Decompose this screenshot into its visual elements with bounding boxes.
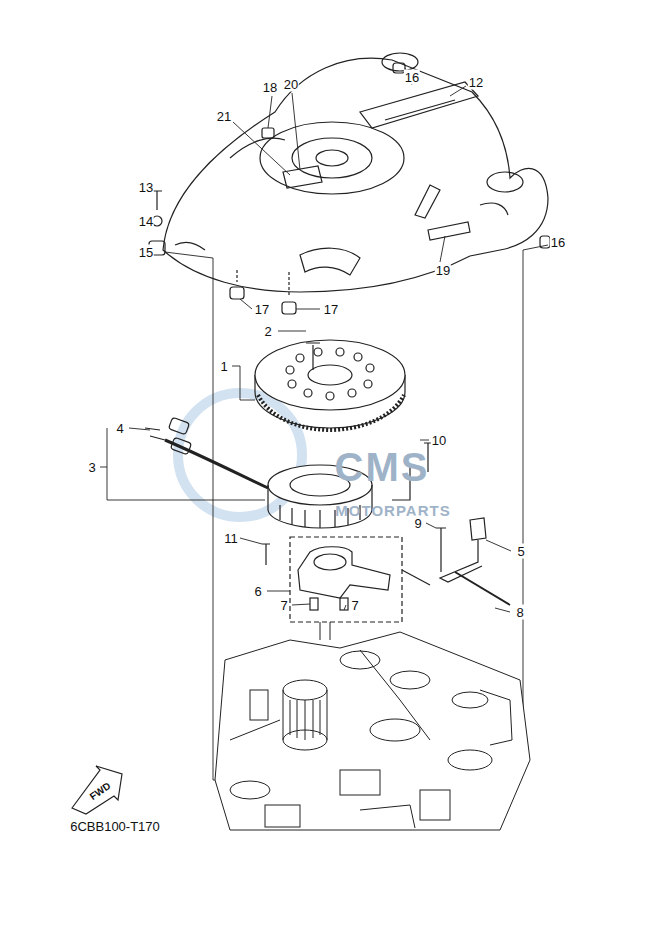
- callout-number: 9: [413, 516, 422, 531]
- callout-number: 16: [404, 70, 420, 85]
- watermark: MOTORPARTS: [334, 502, 451, 519]
- pulser-bracket: [298, 547, 390, 598]
- callout-number: 6: [253, 584, 262, 599]
- callout-number: 4: [115, 421, 124, 436]
- callout-number: 7: [279, 598, 288, 613]
- callout-number: 12: [468, 75, 484, 90]
- callout-number: 15: [138, 245, 154, 260]
- callout-number: 13: [138, 180, 154, 195]
- callout-number: 8: [515, 605, 524, 620]
- callout-number: 2: [263, 324, 272, 339]
- callout-number: 5: [516, 544, 525, 559]
- callout-number: 11: [223, 531, 239, 546]
- forward-arrow: [72, 766, 122, 814]
- callout-number: 14: [138, 214, 154, 229]
- callout-number: 18: [262, 80, 278, 95]
- callout-number: 10: [431, 433, 447, 448]
- flywheel: [255, 340, 405, 430]
- engine-block: [215, 622, 530, 830]
- flywheel-cover: [163, 53, 548, 292]
- callout-number: 17: [323, 302, 339, 317]
- callout-number: 19: [435, 263, 451, 278]
- callout-number: 3: [87, 460, 96, 475]
- callout-number: 17: [254, 302, 270, 317]
- callout-number: 6CBB100-T170: [69, 819, 161, 834]
- watermark: CMS: [334, 445, 431, 489]
- callout-number: 1: [219, 359, 228, 374]
- callout-number: 21: [216, 109, 232, 124]
- callout-number: 16: [550, 235, 566, 250]
- callout-number: 20: [283, 77, 299, 92]
- callout-number: 7: [350, 598, 359, 613]
